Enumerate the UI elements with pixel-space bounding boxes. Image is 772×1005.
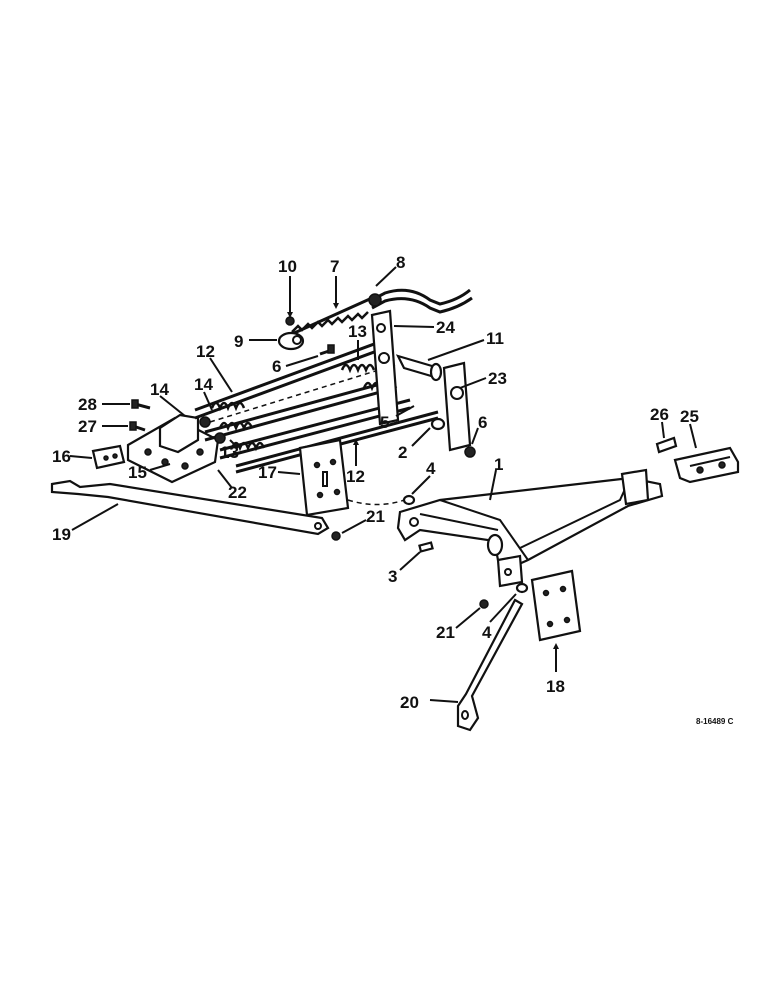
- bolt-part-28: [131, 399, 151, 410]
- plate-part-17: [298, 438, 350, 517]
- plate-part-24: [370, 309, 400, 426]
- callout-19: 19: [52, 525, 71, 544]
- callout-11: 11: [486, 329, 504, 348]
- callout-28: 28: [78, 395, 97, 414]
- clevis-part-25: [673, 446, 740, 484]
- callout-7: 7: [330, 257, 339, 276]
- pin-part-3: [418, 541, 434, 553]
- callout-3: 3: [388, 567, 397, 586]
- callout-24: 24: [436, 318, 455, 337]
- nut-part-21-lower: [479, 599, 489, 609]
- callout-21-upper: 21: [366, 507, 385, 526]
- drawing-code: 8-16489 C: [696, 717, 734, 726]
- callout-2: 2: [398, 443, 407, 462]
- callout-26: 26: [650, 405, 669, 424]
- callout-4-upper: 4: [426, 459, 436, 478]
- nut-part-6-lower: [464, 446, 476, 458]
- callout-12-upper: 12: [196, 342, 215, 361]
- callout-21-lower: 21: [436, 623, 455, 642]
- adjusting-screw-part-7: [291, 296, 373, 336]
- callout-18: 18: [546, 677, 565, 696]
- callout-14-a: 14: [150, 380, 169, 399]
- callout-10: 10: [278, 257, 297, 276]
- nut-part-4-lower: [515, 582, 529, 594]
- callout-5: 5: [380, 413, 389, 432]
- nut-part-4-upper: [402, 494, 416, 506]
- rod-part-19: [50, 479, 330, 536]
- callout-17: 17: [258, 463, 277, 482]
- leader-lines: [69, 266, 697, 703]
- plate-part-23: [442, 361, 472, 452]
- pin-part-26: [655, 436, 678, 454]
- nut-part-21-upper: [331, 531, 341, 541]
- crank-handle-part-8: [368, 288, 473, 314]
- callout-4-lower: 4: [482, 623, 492, 642]
- pin-part-10: [285, 316, 295, 326]
- assembly-line: [347, 497, 411, 506]
- frame-part-1: [396, 468, 664, 588]
- callout-14-b: 14: [194, 375, 213, 394]
- callout-1: 1: [494, 455, 503, 474]
- plate-part-16: [91, 444, 126, 470]
- callout-13-upper: 13: [348, 322, 367, 341]
- callout-20: 20: [400, 693, 419, 712]
- bolt-part-27: [129, 421, 146, 432]
- callout-22: 22: [228, 483, 247, 502]
- callout-15: 15: [128, 463, 147, 482]
- callout-16: 16: [52, 447, 71, 466]
- spacer-part-2: [430, 417, 446, 431]
- pin-part-11: [395, 354, 443, 382]
- spring-rod-assembly: [194, 338, 411, 460]
- plate-part-18: [530, 569, 582, 642]
- link-part-20: [456, 598, 524, 732]
- callout-25: 25: [680, 407, 699, 426]
- callout-27: 27: [78, 417, 97, 436]
- callout-23: 23: [488, 369, 507, 388]
- callout-6-upper: 6: [272, 357, 281, 376]
- callout-9: 9: [234, 332, 243, 351]
- callout-6-lower: 6: [478, 413, 487, 432]
- block-part-9: [277, 331, 305, 351]
- bolt-part-6-upper: [319, 344, 335, 356]
- callout-8: 8: [396, 253, 405, 272]
- callout-12-lower: 12: [346, 467, 365, 486]
- callout-13-lower: 13: [220, 443, 239, 462]
- callout-labels: 10 7 8 9 6 24 11 23 12 13 14 14 13 28 27…: [52, 253, 699, 712]
